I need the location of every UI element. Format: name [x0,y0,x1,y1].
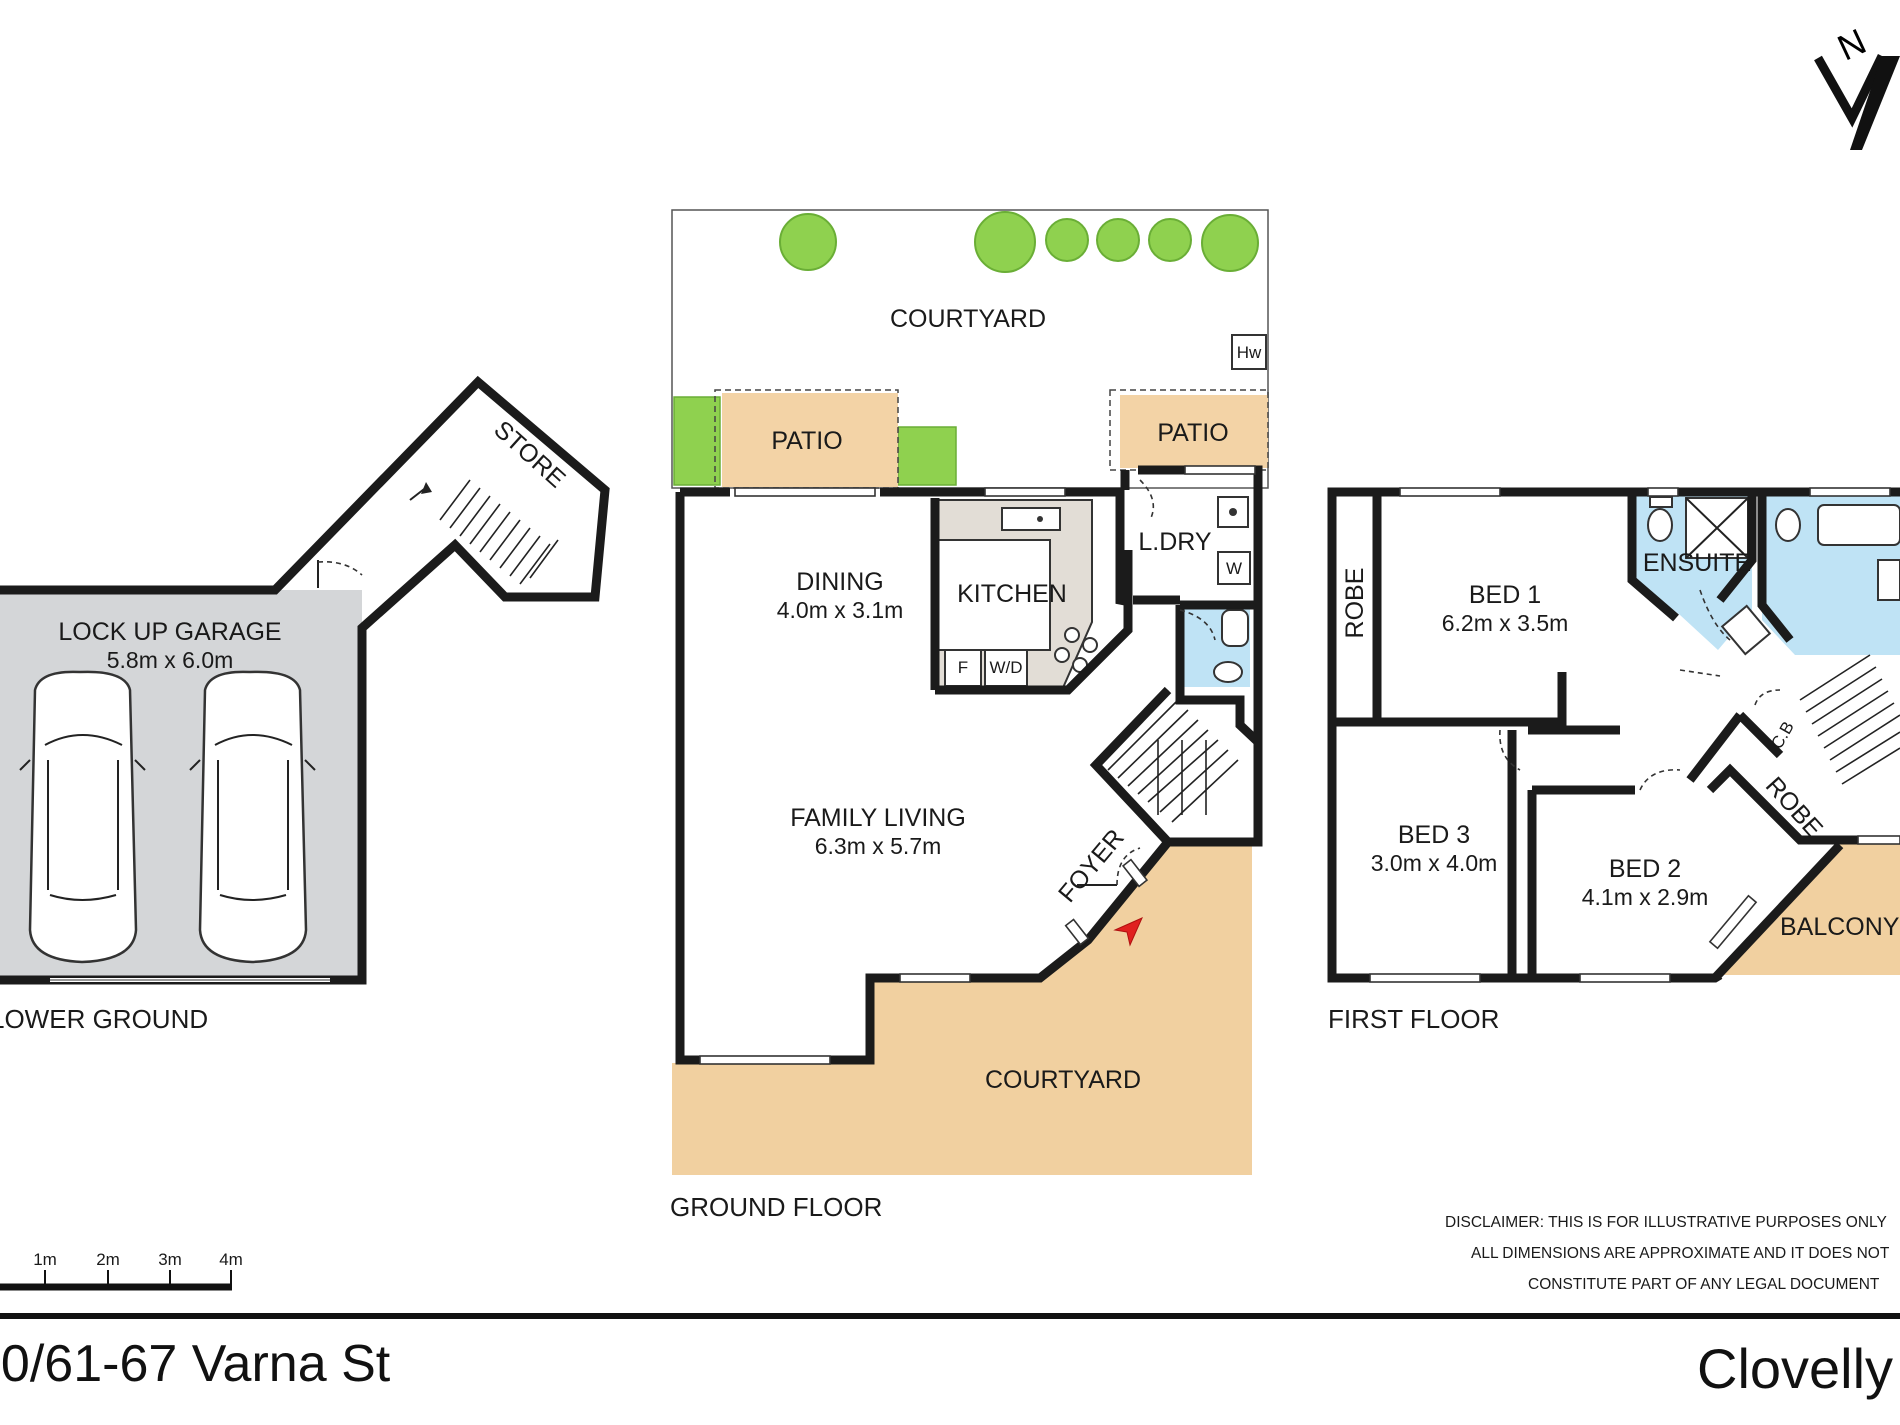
car-icon [189,670,316,964]
ground-stair [1097,689,1239,823]
garage-label: LOCK UP GARAGE [58,618,281,646]
first-floor-label: FIRST FLOOR [1328,1004,1499,1034]
disclaimer-line: CONSTITUTE PART OF ANY LEGAL DOCUMENT [1528,1276,1880,1293]
disclaimer: DISCLAIMER: THIS IS FOR ILLUSTRATIVE PUR… [1445,1214,1890,1293]
scale-tick-label: 3m [158,1250,182,1269]
patio-right-label: PATIO [1157,419,1228,447]
dining-dims: 4.0m x 3.1m [777,597,904,623]
ground-floor-plan: COURTYARD Hw PATIO PATIO COURTYARD F W/D… [670,209,1269,1222]
kitchen-label: KITCHEN [957,580,1067,608]
family-living-label: FAMILY LIVING [790,804,966,832]
robe1-label: ROBE [1341,568,1369,639]
scale-tick-label: 2m [96,1250,120,1269]
scale-tick-label: 1m [33,1250,57,1269]
courtyard-rear-label: COURTYARD [890,305,1046,333]
footer-suburb: Clovelly [1697,1337,1893,1400]
scale-tick-label: 4m [219,1250,243,1269]
scale-bar: 1m 2m 3m 4m [0,1250,243,1291]
entry-arrow-icon [1113,917,1143,947]
fridge-label: F [958,658,968,677]
bed1-dims: 6.2m x 3.5m [1442,610,1569,636]
patio-left [722,393,898,487]
family-living-dims: 6.3m x 5.7m [815,833,942,859]
hot-water-label: Hw [1237,343,1262,362]
north-compass-icon: N [1814,20,1900,150]
bed1-label: BED 1 [1469,581,1541,609]
washer-label: W [1226,559,1242,578]
first-floor-stair [1799,654,1900,785]
compass-label: N [1831,20,1872,68]
dining-label: DINING [796,568,884,596]
courtyard-front [672,845,1252,1175]
courtyard-front-label: COURTYARD [985,1066,1141,1094]
footer-address: 10/61-67 Varna St [0,1335,391,1393]
disclaimer-line: ALL DIMENSIONS ARE APPROXIMATE AND IT DO… [1471,1245,1890,1262]
laundry-label: L.DRY [1138,528,1212,556]
bed2-label: BED 2 [1609,855,1681,883]
patio-right [1120,395,1268,468]
ensuite-label: ENSUITE [1643,549,1751,577]
lower-ground-plan: STORE LOCK UP GARAGE 5.8m x 6.0m LOWER G… [0,375,610,1034]
bed2-dims: 4.1m x 2.9m [1582,884,1709,910]
bed3-label: BED 3 [1398,821,1470,849]
car-icon [19,670,146,964]
lower-ground-label: LOWER GROUND [0,1004,208,1034]
ground-floor-label: GROUND FLOOR [670,1192,882,1222]
disclaimer-line: DISCLAIMER: THIS IS FOR ILLUSTRATIVE PUR… [1445,1214,1887,1231]
garage-dims: 5.8m x 6.0m [107,647,234,673]
first-floor-plan: BED 1 6.2m x 3.5m ROBE ENSUITE BED 3 3.0… [1327,487,1900,1034]
cooktop-icon [1054,627,1098,673]
foyer-label: FOYER [1053,824,1130,908]
store-stair [439,479,559,585]
balcony-label: BALCONY [1780,913,1900,941]
patio-left-label: PATIO [771,427,842,455]
washer-dryer-label: W/D [989,658,1022,677]
balcony-floor [1715,842,1900,975]
bed3-dims: 3.0m x 4.0m [1371,850,1498,876]
